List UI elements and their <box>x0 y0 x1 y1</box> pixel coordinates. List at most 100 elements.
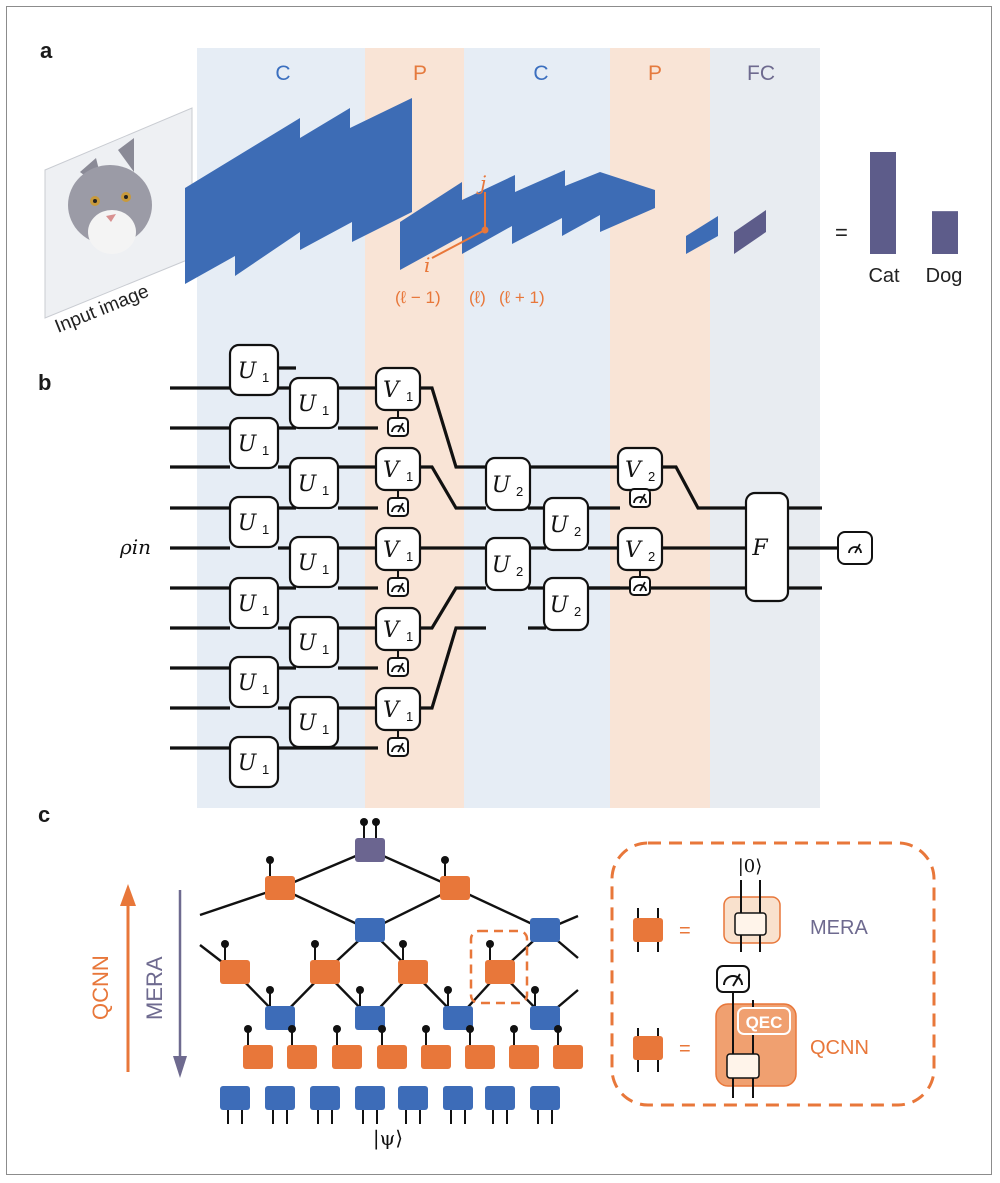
u2-gate-2-subscript: 2 <box>516 564 523 579</box>
index-j: j <box>476 171 486 195</box>
u1-gate-5-subscript: 1 <box>262 682 269 697</box>
fc-band <box>710 48 820 808</box>
legend-zero-ket: |0⟩ <box>738 856 763 877</box>
v1-measure-3 <box>387 577 409 597</box>
fully-connected-gate-letter: F <box>751 536 768 561</box>
blue-node-row1-1 <box>355 918 385 942</box>
final-measure <box>837 531 873 565</box>
legend-measure-icon <box>716 965 750 993</box>
blue-node-row3-1 <box>220 1086 250 1124</box>
qcnn-arrow: QCNN <box>88 884 136 1072</box>
blue-node-row2-1 <box>265 986 295 1030</box>
output-bar-cat <box>870 152 896 254</box>
blue-node-row3-8 <box>530 1086 560 1124</box>
legend-equals-qcnn: = <box>679 1038 691 1060</box>
orange-node-row1-2 <box>440 856 470 900</box>
v1-gate-4-letter: V <box>383 618 401 643</box>
u1-gate-8-subscript: 1 <box>322 483 329 498</box>
orange-node-row1-1 <box>265 856 295 900</box>
u2-gate-1-letter: U <box>492 473 512 498</box>
figure-frame <box>6 6 992 1175</box>
layer-index-prev: (ℓ − 1) <box>395 288 441 307</box>
blue-node-row3-2 <box>265 1086 295 1124</box>
top-gate <box>355 818 385 862</box>
u1-gate-10-letter: U <box>298 631 318 656</box>
blue-node-row2-3 <box>443 986 473 1030</box>
u1-gate-10-subscript: 1 <box>322 642 329 657</box>
v1-gate-3-subscript: 1 <box>406 549 413 564</box>
legend-qcnn-row: = QEC QCNN <box>633 965 869 1098</box>
blue-node-row3-6 <box>443 1086 473 1124</box>
legend-qec-label: QEC <box>746 1013 783 1032</box>
orange-node-row2-3 <box>398 940 428 984</box>
pool-band-2 <box>610 48 710 808</box>
orange-node-row2-1 <box>220 940 250 984</box>
output-label-cat: Cat <box>868 265 900 287</box>
layer-label-pool-2: P <box>648 62 662 85</box>
output-label-dog: Dog <box>926 265 963 287</box>
layer-label-pool-1: P <box>413 62 427 85</box>
layer-label-fc: FC <box>747 62 775 85</box>
u1-gate-9-letter: U <box>298 551 318 576</box>
network-bonds <box>199 848 579 1019</box>
u1-gate-6-subscript: 1 <box>262 762 269 777</box>
u2-gate-2-letter: U <box>492 553 512 578</box>
highlighted-unit-box <box>469 929 529 1005</box>
v1-gate-1-subscript: 1 <box>406 389 413 404</box>
psi-state-label: |ψ⟩ <box>373 1126 403 1151</box>
circuit-wires <box>170 366 840 750</box>
layer-index-next: (ℓ + 1) <box>499 288 545 307</box>
input-image: Input image <box>44 107 193 338</box>
u1-gate-7-subscript: 1 <box>322 403 329 418</box>
u1-gate-9-subscript: 1 <box>322 562 329 577</box>
panel-label-b: b <box>38 370 51 395</box>
orange-node-row2-4 <box>485 940 515 984</box>
mera-axis-label: MERA <box>142 956 167 1020</box>
output-bar-dog <box>932 211 958 254</box>
orange-node-row3-2 <box>287 1025 317 1069</box>
feature-map-conv-2 <box>400 170 655 270</box>
v2-measure-1 <box>629 488 651 508</box>
legend-box: = |0⟩ MERA = QEC QCNN <box>610 841 936 1107</box>
conv-band-2 <box>464 48 610 808</box>
v2-gate-2-letter: V <box>625 538 643 563</box>
v2-gate-1-letter: V <box>625 458 643 483</box>
orange-node-row3-5 <box>421 1025 451 1069</box>
u1-gate-3-letter: U <box>238 511 258 536</box>
v1-measure-5 <box>387 737 409 757</box>
u1-gate-2-subscript: 1 <box>262 443 269 458</box>
legend-qcnn-label: QCNN <box>810 1037 869 1059</box>
orange-node-row2-2 <box>310 940 340 984</box>
orange-node-row3-4 <box>377 1025 407 1069</box>
u1-gate-6-letter: U <box>238 751 258 776</box>
orange-node-row3-3 <box>332 1025 362 1069</box>
feature-map-conv-1 <box>185 98 412 284</box>
blue-node-row2-2 <box>355 986 385 1030</box>
blue-node-row1-2 <box>530 918 560 942</box>
rho-in-label: ρin <box>119 535 151 559</box>
orange-node-row3-8 <box>553 1025 583 1069</box>
u2-gate-4-letter: U <box>550 593 570 618</box>
u1-gate-3-subscript: 1 <box>262 522 269 537</box>
blue-node-row3-3 <box>310 1086 340 1124</box>
layer-index-current: (ℓ) <box>469 288 486 307</box>
v1-gate-2-subscript: 1 <box>406 469 413 484</box>
layer-label-conv-2: C <box>533 62 548 85</box>
u1-gate-7-letter: U <box>298 392 318 417</box>
orange-node-row3-6 <box>465 1025 495 1069</box>
